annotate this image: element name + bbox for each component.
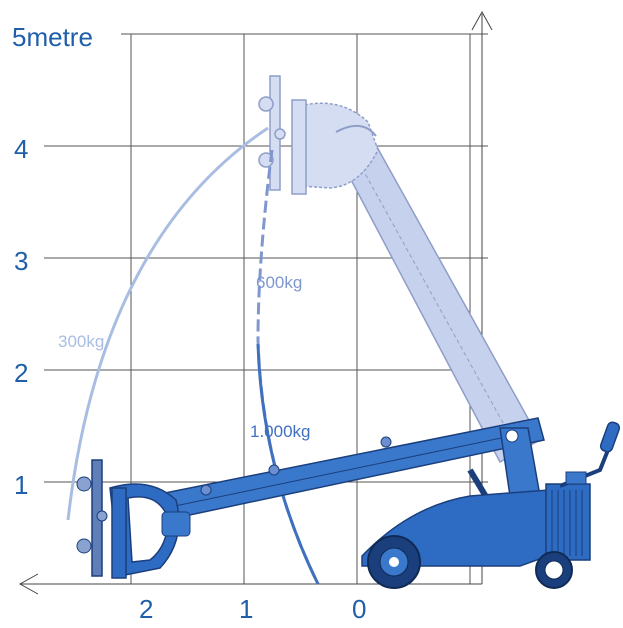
- battery-box: [545, 483, 591, 561]
- y-tick-label: 1: [14, 470, 28, 500]
- capacity-label-300kg: 300kg: [58, 332, 104, 351]
- y-tick-label: 3: [14, 246, 28, 276]
- y-tick-label: 4: [14, 134, 28, 164]
- lift-machine-icon: [361, 421, 621, 589]
- capacity-label-600kg: 600kg: [256, 273, 302, 292]
- lowered-head: [76, 459, 191, 579]
- capacity-label-1000kg: 1.000kg: [250, 422, 311, 441]
- arrow-left-icon: [18, 573, 39, 595]
- capacity-curve-300kg: [66, 126, 269, 521]
- handle-grip: [599, 421, 621, 453]
- raised-boom-ghost: [258, 75, 542, 464]
- arrow-up-icon: [471, 10, 493, 31]
- suction-cup-icon: [76, 476, 92, 492]
- x-tick-label: 1: [239, 594, 253, 624]
- suction-cup-icon: [258, 152, 274, 168]
- x-tick-label: 2: [139, 594, 153, 624]
- suction-cup-icon: [76, 538, 92, 554]
- raised-head: [299, 102, 379, 189]
- y-tick-label: 2: [14, 358, 28, 388]
- suction-cup-icon: [258, 96, 274, 112]
- capacity-curve-600kg: [256, 149, 320, 585]
- y-axis-unit-label: 5metre: [12, 22, 93, 52]
- lowered-boom: [159, 417, 545, 521]
- x-tick-label: 0: [352, 594, 366, 624]
